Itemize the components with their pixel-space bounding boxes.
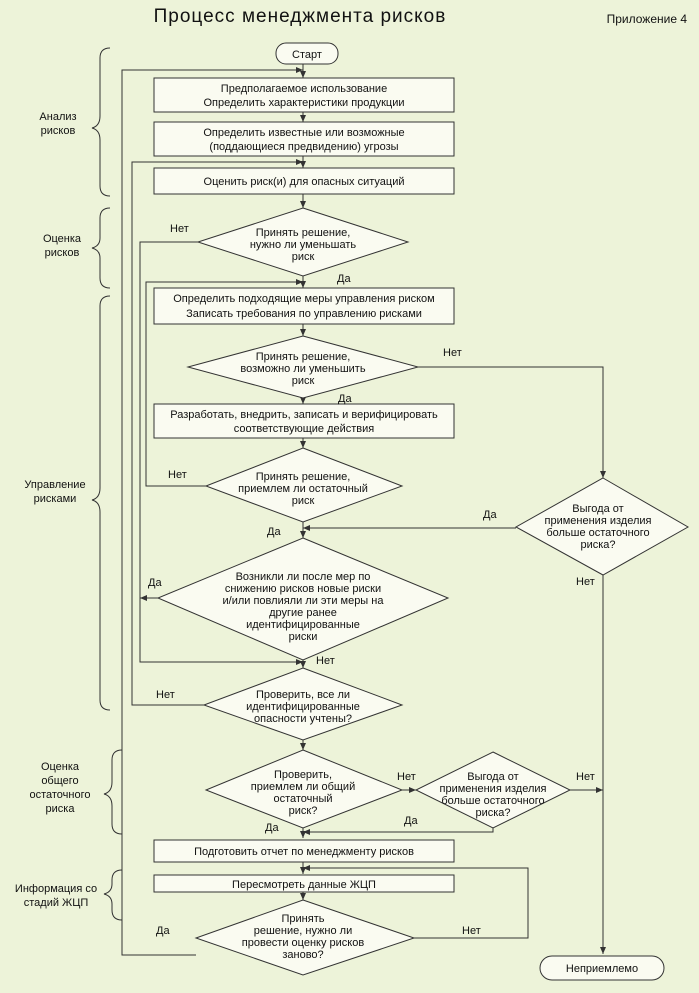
- decision-all-hazards: [202, 667, 404, 741]
- decision-reassess-line-2: решение, нужно ли: [254, 925, 353, 937]
- edge-label-d6-no: Нет: [156, 689, 175, 701]
- decision-benefit-exceeds-risk-line-4: риска?: [580, 539, 615, 551]
- box-estimate-risk: [153, 167, 455, 195]
- box-implement-actions-line-2: соответствующие действия: [234, 423, 375, 435]
- decision-benefit-exceeds-risk-line-2: применения изделия: [545, 515, 652, 527]
- box-estimate-risk-line-1: Оценить риск(и) для опасных ситуаций: [204, 176, 405, 188]
- decision-residual-acceptable-line-2: приемлем ли остаточный: [238, 483, 368, 495]
- decision-possible-reduce-line-3: риск: [292, 375, 315, 387]
- decision-new-risks-line-3: и/или повлияли ли эти меры на: [223, 595, 385, 607]
- decision-benefit-exceeds-risk-line-1: Выгода от: [572, 503, 623, 515]
- decision-new-risks-line-4: другие ранее: [269, 607, 337, 619]
- box-implement-actions-line-1: Разработать, внедрить, записать и верифи…: [170, 409, 438, 421]
- box-identify-hazards: [153, 121, 455, 157]
- section-evaluation-line-1: Оценка: [43, 233, 82, 245]
- decision-new-risks-line-2: снижению рисков новые риски: [225, 583, 381, 595]
- box-control-measures-line-2: Записать требования по управлению рискам…: [186, 308, 422, 320]
- edge-label-d8-yes: Да: [404, 815, 418, 827]
- decision-all-hazards-line-2: идентифицированные: [246, 701, 360, 713]
- decision-all-hazards-line-3: опасности учтены?: [254, 713, 352, 725]
- decision-overall-benefit-line-3: больше остаточного: [441, 795, 544, 807]
- box-intended-use-line-2: Определить характеристики продукции: [204, 97, 405, 109]
- section-residual-line-2: общего: [41, 775, 78, 787]
- decision-overall-benefit-line-4: риска?: [475, 807, 510, 819]
- decision-possible-reduce-line-2: возможно ли уменьшить: [240, 363, 365, 375]
- decision-reduce-risk-line-3: риск: [292, 251, 315, 263]
- decision-overall-benefit: [414, 751, 572, 829]
- decision-reduce-risk-line-2: нужно ли уменьшать: [250, 239, 357, 251]
- section-analysis-line-1: Анализ: [39, 111, 76, 123]
- decision-overall-residual-line-4: риск?: [289, 805, 318, 817]
- edge-label-d4-no: Нет: [576, 576, 595, 588]
- section-evaluation-line-2: рисков: [45, 247, 80, 259]
- box-review-lifecycle-line-1: Пересмотреть данные ЖЦП: [232, 879, 376, 891]
- decision-residual-acceptable: [204, 447, 404, 523]
- decision-overall-residual-line-1: Проверить,: [274, 769, 332, 781]
- start-terminal: [275, 42, 339, 65]
- box-prepare-report-line-1: Подготовить отчет по менеджменту рисков: [194, 846, 414, 858]
- decision-overall-residual: [204, 749, 404, 829]
- start-label: Старт: [292, 49, 322, 61]
- decision-new-risks-line-6: риски: [289, 631, 318, 643]
- edge-label-d5-yes: Да: [148, 577, 162, 589]
- decision-reassess-line-1: Принять: [282, 913, 325, 925]
- box-identify-hazards-line-2: (поддающиеся предвидению) угрозы: [209, 141, 398, 153]
- edge-label-d1-no: Нет: [170, 223, 189, 235]
- edge-label-d7-no: Нет: [397, 771, 416, 783]
- edge-label-d2-no: Нет: [443, 347, 462, 359]
- end-label: Неприемлемо: [566, 963, 638, 975]
- edge-label-d9-no: Нет: [462, 925, 481, 937]
- edge-label-d2-yes: Да: [338, 393, 352, 405]
- edge-label-d3-no: Нет: [168, 469, 187, 481]
- box-implement-actions: [153, 403, 455, 439]
- end-terminal: [539, 955, 665, 981]
- decision-overall-residual-line-3: остаточный: [273, 793, 332, 805]
- decision-reassess: [194, 899, 416, 976]
- edge-label-d5-no: Нет: [316, 655, 335, 667]
- box-review-lifecycle: [153, 874, 455, 893]
- decision-reduce-risk: [196, 207, 410, 277]
- decision-residual-acceptable-line-1: Принять решение,: [256, 471, 351, 483]
- decision-benefit-exceeds-risk-line-3: больше остаточного: [546, 527, 649, 539]
- section-control-line-2: рисками: [34, 493, 77, 505]
- edge-label-d1-yes: Да: [337, 273, 351, 285]
- section-info-line-2: стадий ЖЦП: [24, 897, 89, 909]
- decision-overall-benefit-line-2: применения изделия: [440, 783, 547, 795]
- decision-reassess-line-3: провести оценку рисков: [242, 937, 365, 949]
- decision-reduce-risk-line-1: Принять решение,: [256, 227, 351, 239]
- decision-overall-benefit-line-1: Выгода от: [467, 771, 518, 783]
- decision-residual-acceptable-line-3: риск: [292, 495, 315, 507]
- box-control-measures: [153, 287, 455, 325]
- box-identify-hazards-line-1: Определить известные или возможные: [203, 127, 404, 139]
- decision-possible-reduce: [186, 335, 420, 399]
- edge-label-d3-yes: Да: [267, 526, 281, 538]
- section-braces: [91, 47, 123, 921]
- decision-benefit-exceeds-risk: [514, 477, 690, 576]
- section-control-line-1: Управление: [24, 479, 85, 491]
- box-intended-use-line-1: Предполагаемое использование: [221, 83, 387, 95]
- edge-label-d7-yes: Да: [265, 822, 279, 834]
- section-analysis-line-2: рисков: [41, 125, 76, 137]
- decision-new-risks-line-5: идентифицированные: [246, 619, 360, 631]
- decision-reassess-line-4: заново?: [282, 949, 323, 961]
- box-control-measures-line-1: Определить подходящие меры управления ри…: [173, 293, 435, 305]
- appendix-label: Приложение 4: [606, 12, 687, 26]
- section-residual-line-3: остаточного: [29, 789, 90, 801]
- box-intended-use: [153, 77, 455, 113]
- section-residual-line-1: Оценка: [41, 761, 80, 773]
- edge-label-d4-yes: Да: [483, 509, 497, 521]
- connectors: [121, 64, 606, 956]
- decision-overall-residual-line-2: приемлем ли общий: [251, 781, 355, 793]
- decision-possible-reduce-line-1: Принять решение,: [256, 351, 351, 363]
- decision-new-risks-line-1: Возникли ли после мер по: [236, 571, 371, 583]
- box-prepare-report: [153, 839, 455, 863]
- decision-all-hazards-line-1: Проверить, все ли: [256, 689, 350, 701]
- page-title: Процесс менеджмента рисков: [153, 6, 447, 27]
- section-residual-line-4: риска: [46, 803, 76, 815]
- edge-label-d8-no: Нет: [576, 771, 595, 783]
- section-info-line-1: Информация со: [15, 883, 97, 895]
- edge-label-d9-yes: Да: [156, 925, 170, 937]
- decision-new-risks: [156, 537, 450, 661]
